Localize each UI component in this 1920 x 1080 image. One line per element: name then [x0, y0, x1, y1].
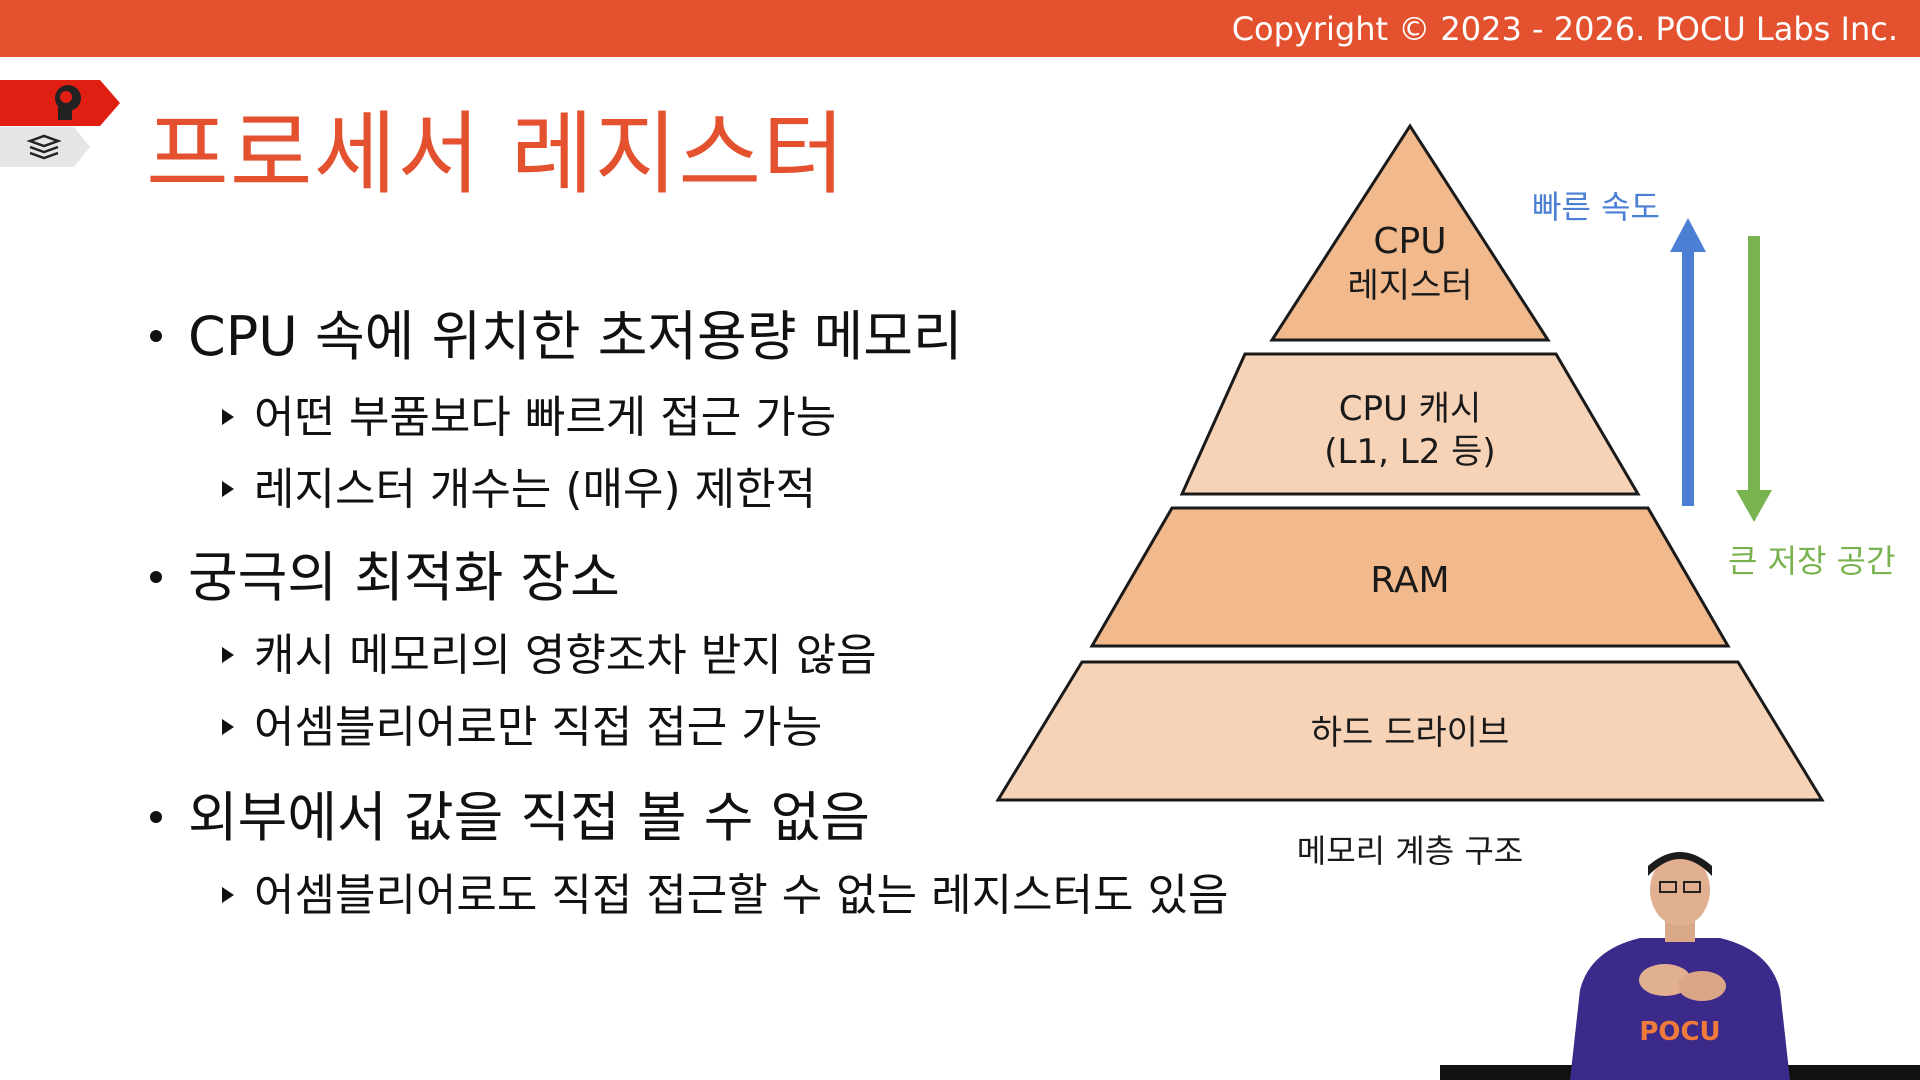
pyramid-level-3-line-1: RAM — [1370, 560, 1449, 601]
brain-tab-icon[interactable] — [0, 80, 122, 126]
sub-bullet-item: 레지스터 개수는 (매우) 제한적 — [222, 462, 816, 518]
sub-bullet-item: 캐시 메모리의 영향조차 받지 않음 — [222, 628, 877, 684]
bullet-item: 외부에서 값을 직접 볼 수 없음 — [150, 785, 870, 851]
fast-speed-label: 빠른 속도 — [1532, 188, 1660, 226]
presenter-video: POCU — [1440, 852, 1920, 1080]
sub-bullet-text: 레지스터 개수는 (매우) 제한적 — [254, 464, 817, 515]
header-bar: Copyright © 2023 - 2026. POCU Labs Inc. — [0, 0, 1920, 57]
triangle-bullet-icon — [222, 481, 234, 497]
triangle-bullet-icon — [222, 719, 234, 735]
up-arrow-icon — [1670, 218, 1706, 506]
triangle-bullet-icon — [222, 887, 234, 903]
books-tab-icon[interactable] — [0, 127, 92, 167]
triangle-bullet-icon — [222, 409, 234, 425]
bullet-item: 궁극의 최적화 장소 — [150, 545, 620, 611]
pyramid-level-2 — [1179, 352, 1641, 496]
pyramid-level-2-line-1: CPU 캐시 — [1339, 389, 1482, 429]
diagram-caption: 메모리 계층 구조 — [1296, 832, 1524, 870]
bullet-dot-icon — [150, 811, 162, 824]
shirt-logo: POCU — [1639, 1017, 1720, 1047]
bullet-dot-icon — [150, 571, 162, 584]
pyramid-level-3 — [1089, 506, 1731, 648]
pyramid-level-1-line-2: 레지스터 — [1347, 266, 1472, 306]
pyramid-level-4-line-1: 하드 드라이브 — [1311, 713, 1510, 753]
pyramid-level-4 — [995, 660, 1825, 802]
pyramid-level-1-line-1: CPU — [1373, 221, 1446, 262]
bullet-text: 외부에서 값을 직접 볼 수 없음 — [188, 786, 870, 849]
sub-bullet-item: 어떤 부품보다 빠르게 접근 가능 — [222, 390, 836, 446]
sub-bullet-text: 어셈블리어로도 직접 접근할 수 없는 레지스터도 있음 — [254, 870, 1229, 921]
pyramid-level-2-line-2: (L1, L2 등) — [1324, 432, 1495, 472]
sub-bullet-item: 어셈블리어로도 직접 접근할 수 없는 레지스터도 있음 — [222, 868, 1228, 924]
down-arrow-icon — [1736, 236, 1772, 522]
bullet-dot-icon — [150, 330, 162, 343]
sub-bullet-item: 어셈블리어로만 직접 접근 가능 — [222, 700, 822, 756]
pyramid-level-1 — [1269, 123, 1551, 342]
bullet-text: CPU 속에 위치한 초저용량 메모리 — [188, 305, 963, 368]
sub-bullet-text: 어떤 부품보다 빠르게 접근 가능 — [254, 392, 837, 443]
copyright-text: Copyright © 2023 - 2026. POCU Labs Inc. — [1231, 10, 1898, 48]
bullet-text: 궁극의 최적화 장소 — [188, 546, 620, 609]
slide-title: 프로세서 레지스터 — [146, 102, 847, 207]
sub-bullet-text: 어셈블리어로만 직접 접근 가능 — [254, 702, 823, 753]
large-storage-label: 큰 저장 공간 — [1728, 542, 1896, 580]
triangle-bullet-icon — [222, 647, 234, 663]
bullet-item: CPU 속에 위치한 초저용량 메모리 — [150, 304, 963, 370]
sub-bullet-text: 캐시 메모리의 영향조차 받지 않음 — [254, 630, 877, 681]
